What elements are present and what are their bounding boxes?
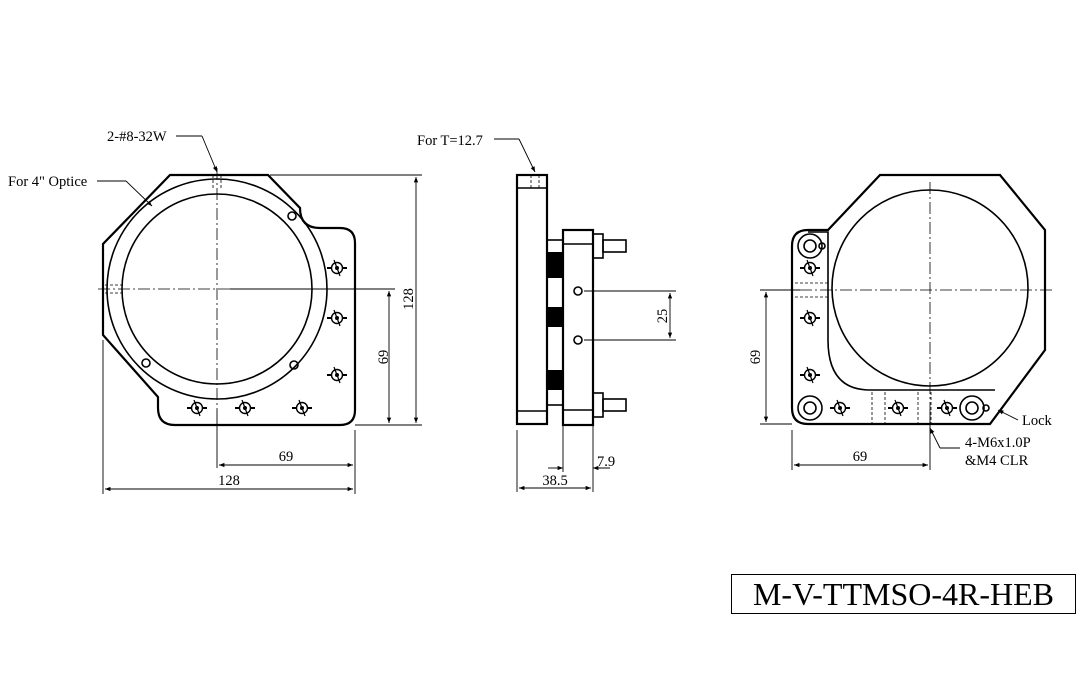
side-offset-label: 7.9 xyxy=(597,454,615,470)
front-hole xyxy=(287,211,297,221)
rear-knob xyxy=(936,399,958,417)
rear-height-label: 69 xyxy=(748,350,764,365)
front-knob xyxy=(326,259,348,277)
front-optic-label: For 4" Optice xyxy=(8,174,87,190)
front-height-total-label: 128 xyxy=(401,288,417,310)
front-width-inner-label: 69 xyxy=(279,449,294,465)
side-thickness-label: For T=12.7 xyxy=(417,133,483,149)
front-knob xyxy=(186,399,208,417)
rear-thread-label-2: &M4 CLR xyxy=(965,453,1029,469)
front-knob xyxy=(326,309,348,327)
rear-mount-frame xyxy=(808,231,995,391)
side-depth-label: 38.5 xyxy=(542,473,567,489)
rear-knob xyxy=(887,399,909,417)
front-view: 2-#8-32W For 4" Optice 69 128 69 128 xyxy=(8,129,422,494)
rear-knob xyxy=(799,309,821,327)
front-plate-outline xyxy=(101,173,357,427)
side-spring xyxy=(547,252,563,278)
rear-knob xyxy=(829,399,851,417)
rear-view: 69 69 Lock 4-M6x1.0P &M4 CLR xyxy=(748,173,1055,470)
rear-knob xyxy=(799,259,821,277)
front-tap-label: 2-#8-32W xyxy=(107,129,167,145)
front-hole xyxy=(141,358,151,368)
front-hole xyxy=(289,360,299,370)
side-front-plate xyxy=(515,173,549,426)
side-rear-plate xyxy=(561,228,595,427)
front-height-inner-label: 69 xyxy=(376,350,392,365)
front-knob xyxy=(326,366,348,384)
side-view: 25 For T=12.7 38.5 7.9 xyxy=(417,133,676,492)
front-knob xyxy=(291,399,313,417)
front-width-total-label: 128 xyxy=(218,473,240,489)
part-number-title: M-V-TTMSO-4R-HEB xyxy=(731,574,1076,614)
side-spring xyxy=(547,307,563,327)
rear-knob xyxy=(799,366,821,384)
side-spring xyxy=(547,370,563,390)
rear-lock-label: Lock xyxy=(1022,413,1053,429)
rear-plate-outline xyxy=(790,173,1047,426)
front-knob xyxy=(234,399,256,417)
rear-width-label: 69 xyxy=(853,449,868,465)
side-spacing-label: 25 xyxy=(655,309,671,324)
rear-thread-label-1: 4-M6x1.0P xyxy=(965,435,1031,451)
